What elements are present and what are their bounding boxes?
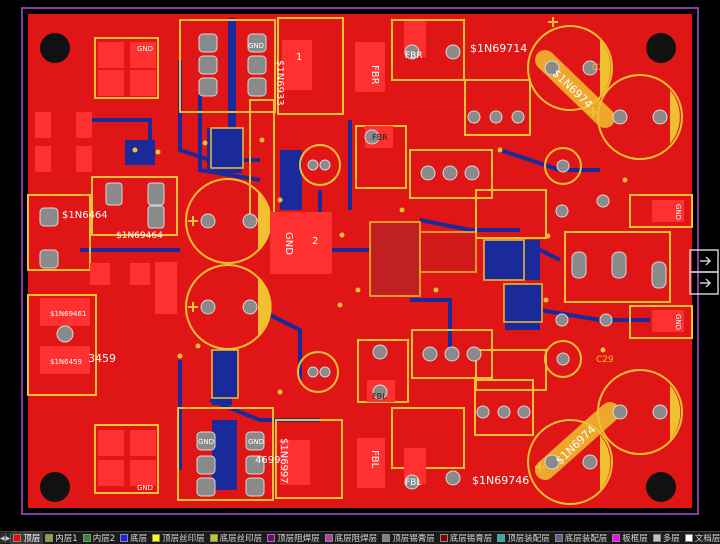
- layer-tab-5[interactable]: 底层丝印层: [208, 532, 266, 544]
- round-pads: [56, 44, 668, 490]
- layer-tab-0[interactable]: 顶层: [11, 532, 44, 544]
- label-d12: $1N6459: [50, 358, 82, 366]
- layer-tab-7[interactable]: 底层阻焊层: [323, 532, 381, 544]
- label-small-gnd-b: GND: [248, 42, 264, 50]
- layer-color-swatch: [120, 534, 129, 542]
- layer-tab-label: 多层: [662, 534, 680, 544]
- layer-tab-label: 底层装配层: [564, 534, 608, 544]
- layer-color-swatch: [497, 534, 506, 542]
- layer-tab-12[interactable]: 板框层: [610, 532, 651, 544]
- ic-packages: [210, 127, 543, 399]
- layer-tab-bar: ◀ ▶ 顶层 内层1 内层2 底层 顶层丝印层 底层丝印层 顶层阻焊层 底层阻焊层 顶层锡膏层 底…: [0, 531, 720, 544]
- capacitor-fills: [258, 40, 681, 490]
- label-small-gnd-f: GND: [674, 314, 682, 330]
- layer-color-swatch: [82, 534, 91, 542]
- label-num-2: 2: [312, 236, 318, 247]
- label-small-gnd-g: GND: [198, 438, 214, 446]
- label-d1: $1N69714: [470, 42, 527, 55]
- layer-color-swatch: [612, 534, 621, 542]
- layer-tab-label: 底层阻焊层: [334, 534, 378, 544]
- label-small-gnd-e: GND: [674, 204, 682, 220]
- layer-tab-3[interactable]: 底层: [118, 532, 150, 544]
- layer-tab-10[interactable]: 顶层装配层: [495, 532, 553, 544]
- label-gnd-main: GND: [283, 232, 294, 255]
- layer-tab-label: 底层锡膏层: [449, 534, 493, 544]
- label-c28: C28: [592, 63, 610, 73]
- layer-tab-label: 顶层锡膏层: [392, 534, 435, 544]
- label-d7: $1N6933: [274, 60, 285, 106]
- layer-color-swatch: [267, 534, 276, 542]
- layer-tab-4[interactable]: 顶层丝印层: [150, 532, 208, 544]
- layer-tab-label: 内层1: [55, 534, 78, 544]
- label-small-gnd-c: GND: [137, 484, 153, 492]
- silkscreen: [27, 17, 693, 501]
- layer-tab-9[interactable]: 底层锡膏层: [438, 532, 496, 544]
- layer-tab-label: 文档层: [694, 534, 720, 544]
- layer-color-swatch: [45, 534, 54, 542]
- label-num-1: 1: [296, 52, 302, 63]
- through-hole-pads: [39, 33, 667, 497]
- label-d6: $1N6464: [62, 210, 108, 221]
- layer-color-swatch: [684, 534, 693, 542]
- label-d2: $1N69746: [472, 474, 529, 487]
- smd-pads: [35, 21, 684, 488]
- label-fbr-mid: FBR: [372, 133, 388, 142]
- layer-tab-label: 底层丝印层: [219, 534, 263, 544]
- label-fbl-mid: FBL: [372, 392, 387, 401]
- label-fbl-small: FBL: [405, 478, 421, 488]
- board-outline: [21, 7, 699, 515]
- layer-tab-label: 板框层: [622, 534, 648, 544]
- layer-color-swatch: [324, 534, 333, 542]
- layer-color-swatch: [382, 534, 391, 542]
- layer-tabs: 顶层 内层1 内层2 底层 顶层丝印层 底层丝印层 顶层阻焊层 底层阻焊层 顶层锡膏层 底层锡膏层…: [11, 532, 720, 544]
- layer-color-swatch: [439, 534, 448, 542]
- label-fbl-big: FBL: [369, 450, 380, 469]
- pcb-canvas[interactable]: FBR FBR FBL FBL FBL FBR GND $1N69714 $1N…: [0, 0, 720, 531]
- label-fbr-big: FBR: [369, 65, 380, 85]
- layer-color-swatch: [652, 534, 661, 542]
- label-d13: $1N69461: [50, 310, 86, 318]
- scroll-left-button[interactable]: ◀: [0, 533, 6, 543]
- label-d5: $1N69464: [116, 231, 163, 241]
- layer-tab-2[interactable]: 内层2: [81, 532, 118, 544]
- layer-tab-14[interactable]: 文档层: [683, 532, 720, 544]
- layer-color-swatch: [209, 534, 218, 542]
- label-c29: C29: [596, 355, 614, 365]
- layer-tab-label: 顶层: [23, 534, 41, 544]
- layer-tab-11[interactable]: 底层装配层: [553, 532, 611, 544]
- label-small-gnd-a: GND: [137, 45, 153, 53]
- mounting-holes: [40, 33, 676, 502]
- layer-tab-13[interactable]: 多层: [651, 532, 683, 544]
- label-d8: $1N6997: [278, 438, 289, 484]
- polarity-markers: [188, 17, 598, 472]
- layer-color-swatch: [554, 534, 563, 542]
- layer-color-swatch: [152, 534, 161, 542]
- layer-tab-label: 顶层阻焊层: [277, 534, 320, 544]
- layer-tab-label: 顶层丝印层: [162, 534, 205, 544]
- layer-tab-label: 顶层装配层: [507, 534, 550, 544]
- layer-tab-6[interactable]: 顶层阻焊层: [265, 532, 323, 544]
- scroll-right-button[interactable]: ▶: [5, 533, 12, 543]
- layer-tab-1[interactable]: 内层1: [43, 532, 80, 544]
- layer-color-swatch: [13, 534, 22, 542]
- layer-tab-8[interactable]: 顶层锡膏层: [380, 532, 438, 544]
- label-small-gnd-d: GND: [248, 438, 264, 446]
- label-d14: 4699: [255, 455, 280, 466]
- label-fbr-small: FBR: [405, 51, 423, 61]
- layer-tab-label: 内层2: [92, 534, 116, 544]
- label-d11: 3459: [88, 352, 116, 365]
- layer-tab-label: 底层: [130, 534, 148, 544]
- edge-connectors: [689, 249, 719, 295]
- vias: [132, 137, 628, 395]
- pcb-board[interactable]: FBR FBR FBL FBL FBL FBR GND $1N69714 $1N…: [0, 0, 720, 531]
